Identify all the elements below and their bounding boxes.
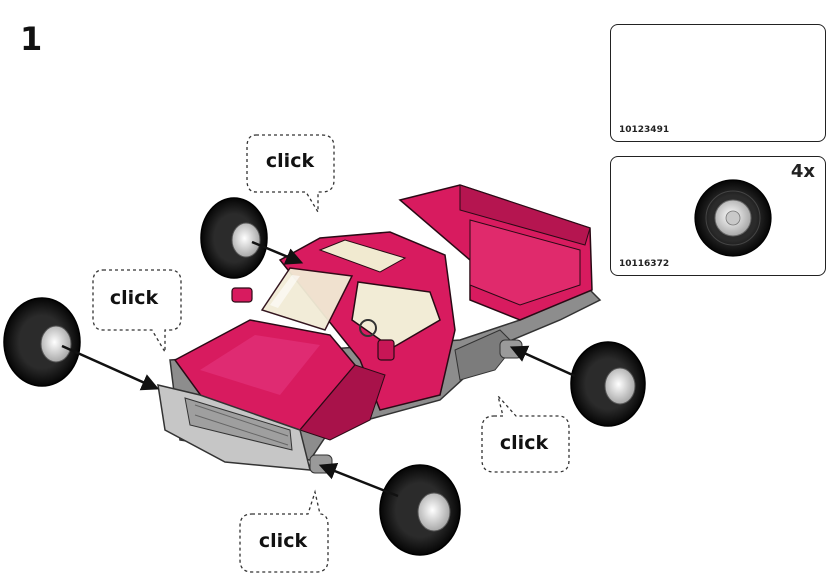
callout-bubble-left xyxy=(92,269,182,355)
arrow-rear-right xyxy=(509,345,576,378)
roof-opening xyxy=(318,239,407,273)
callout-text-bottom: click xyxy=(258,530,308,552)
side-mirror xyxy=(231,287,253,303)
side-window xyxy=(351,281,441,349)
wheel-front-left xyxy=(3,297,81,387)
callout-bubble-top xyxy=(246,134,335,215)
part-box-wheel: 4x 10116372 xyxy=(610,156,826,276)
callout-bubble-bottom xyxy=(239,489,329,573)
arrow-front-left xyxy=(61,344,160,391)
front-axle-stub xyxy=(309,454,333,474)
callout-bubble-right xyxy=(481,395,570,473)
part-thumbnail-wheel xyxy=(694,179,772,257)
windshield xyxy=(260,267,354,331)
arrow-rear-left xyxy=(251,240,304,265)
wheel-rear-left xyxy=(200,197,268,279)
part-code: 10123491 xyxy=(619,125,670,135)
wheel-rear-right xyxy=(570,341,646,427)
callout-text-left: click xyxy=(109,287,159,309)
step-number: 1 xyxy=(20,20,43,58)
wheel-front-right xyxy=(379,464,461,556)
part-code: 10116372 xyxy=(619,259,670,269)
part-quantity: 4x xyxy=(790,161,815,182)
callout-text-top: click xyxy=(265,150,315,172)
part-box-truck: 10123491 xyxy=(610,24,826,142)
arrow-front-right xyxy=(318,463,399,498)
truck-body xyxy=(157,184,602,474)
rear-axle-stub xyxy=(499,339,523,359)
callout-text-right: click xyxy=(499,432,549,454)
